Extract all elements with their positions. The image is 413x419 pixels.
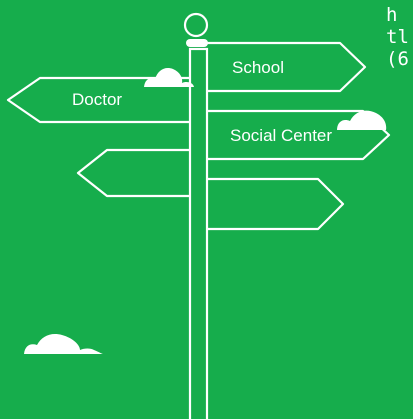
sign-school: School: [207, 41, 367, 93]
sign-doctor-label: Doctor: [72, 90, 122, 109]
pole-knob: [183, 12, 209, 38]
sign-school-label: School: [232, 58, 284, 77]
cloud-icon: [337, 110, 387, 130]
cut-off-text-line-1: h: [386, 4, 398, 26]
cut-off-text-line-3: (6: [386, 48, 409, 70]
pole-cap: [186, 39, 208, 47]
signpost-pole: [188, 47, 209, 419]
cloud-icon: [24, 334, 103, 354]
sign-blank-left: [76, 148, 190, 198]
sign-social-center-label: Social Center: [230, 126, 332, 145]
sign-blank-right: [207, 177, 345, 231]
cut-off-text-line-2: tl: [386, 26, 409, 48]
sign-doctor: Doctor: [6, 76, 190, 124]
sign-social-center: Social Center: [207, 109, 391, 161]
